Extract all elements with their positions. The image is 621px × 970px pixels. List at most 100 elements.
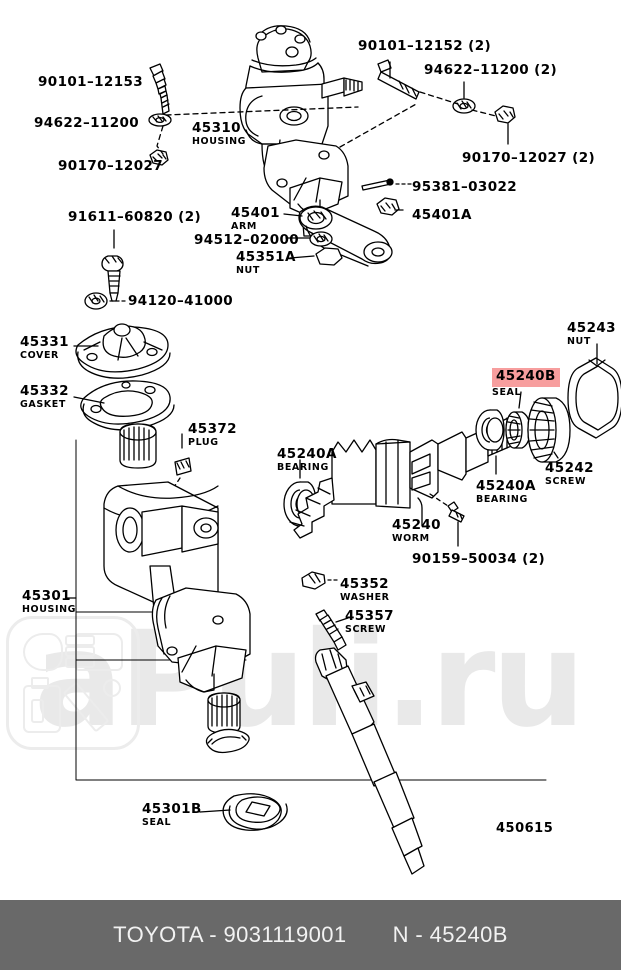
- callout-94120-41000[interactable]: 94120–41000: [128, 294, 233, 309]
- callout-part-name: SCREW: [545, 475, 587, 487]
- callout-part-number: 94512–02000: [194, 232, 300, 248]
- callout-part-number: 45352: [340, 576, 389, 592]
- exploded-view-artwork: [65, 25, 621, 875]
- callout-90159-50034--2-[interactable]: 90159–50034 (2): [412, 552, 545, 567]
- part-45372-plug: [174, 457, 192, 476]
- callout-90170-12027[interactable]: 90170–12027: [58, 158, 164, 174]
- callout-part-number: 45357: [345, 608, 394, 624]
- callout-part-name: HOUSING: [192, 135, 247, 147]
- assembly-line-4: [339, 102, 419, 148]
- footer-brand-part: TOYOTA - 9031119001: [113, 922, 347, 947]
- part-45352-washer: [301, 571, 326, 590]
- part-snap-ring: [205, 728, 250, 754]
- callout-94512-02000[interactable]: 94512–02000: [194, 232, 300, 248]
- callout-45401a[interactable]: 45401A: [412, 207, 472, 223]
- leader-45357: [335, 617, 349, 623]
- leader-45242: [553, 451, 559, 459]
- callout-part-name: GASKET: [20, 398, 66, 410]
- part-45332-gasket: [80, 380, 175, 431]
- callout-90170-12027--2-[interactable]: 90170–12027 (2): [462, 151, 595, 166]
- assembly-line-bolt: [429, 493, 449, 507]
- callout-part-number: 45332: [20, 383, 69, 399]
- assembly-line-1: [165, 106, 359, 116]
- part-90170-12027-nut-right: [494, 105, 516, 124]
- callout-part-number: 90101–12153: [38, 74, 144, 90]
- footer-catalog-ref: N - 45240B: [392, 922, 508, 947]
- callout-part-name: SEAL: [142, 816, 172, 828]
- part-94622-11200-washer-left: [148, 113, 172, 127]
- callout-part-number: 95381–03022: [412, 179, 518, 195]
- callout-part-number: 45240A: [277, 446, 337, 462]
- callout-part-number: 45243: [567, 320, 616, 336]
- part-94622-11200-washer-right: [452, 98, 476, 114]
- leader-45351A: [289, 255, 315, 259]
- callout-95381-03022[interactable]: 95381–03022: [412, 179, 518, 195]
- assembly-line-3: [419, 91, 497, 117]
- callout-part-name: NUT: [236, 264, 260, 276]
- callout-part-name: WORM: [392, 532, 430, 544]
- callout-part-name: HOUSING: [22, 603, 77, 615]
- callout-94622-11200[interactable]: 94622–11200: [34, 116, 139, 131]
- leader-45401: [283, 213, 303, 217]
- part-45331-cover: [75, 323, 171, 379]
- drawing-number: 450615: [496, 821, 554, 836]
- callout-part-number: 45401A: [412, 207, 472, 223]
- part-45242-screw: [527, 397, 571, 463]
- leader-45301B: [199, 809, 231, 813]
- callout-part-number: 91611–60820 (2): [68, 209, 202, 225]
- callout-part-number: 45351A: [236, 249, 296, 265]
- part-sector-shaft: [314, 647, 425, 875]
- part-91611-60820-bolt: [101, 255, 124, 302]
- callout-90101-12152--2-[interactable]: 90101–12152 (2): [358, 38, 492, 54]
- part-94512-02000-washer: [309, 231, 333, 247]
- callout-part-number: 45240: [392, 517, 441, 533]
- part-95381-03022-pin: [361, 178, 394, 191]
- part-bearing-upper: [119, 423, 157, 469]
- callout-90101-12153[interactable]: 90101–12153: [38, 74, 144, 90]
- callout-part-number: 45401: [231, 205, 280, 221]
- callout-91611-60820--2-[interactable]: 91611–60820 (2): [68, 209, 202, 225]
- callout-part-name: COVER: [20, 349, 59, 361]
- part-bearing-housing: [207, 692, 241, 734]
- part-45310-housing: [239, 25, 363, 237]
- part-45351A-nut: [315, 247, 343, 266]
- leader-45240B: [518, 391, 522, 409]
- callout-part-number: 90101–12152 (2): [358, 38, 492, 54]
- callout-94622-11200--2-[interactable]: 94622–11200 (2): [424, 63, 557, 78]
- leader-45332: [73, 396, 105, 404]
- callout-part-number: 45240A: [476, 478, 536, 494]
- callout-part-number: 45301B: [142, 801, 202, 817]
- part-90159-50034-bolt: [447, 501, 465, 523]
- callout-part-name: BEARING: [476, 493, 528, 505]
- part-45301B-seal: [222, 793, 288, 831]
- part-94120-41000-washer: [84, 292, 108, 310]
- part-45243-nut: [567, 357, 621, 439]
- parts-diagram: aPuli.ru: [6, 25, 621, 875]
- callout-part-number: 45242: [545, 460, 594, 476]
- callout-part-name: SEAL: [492, 386, 522, 398]
- callout-part-number: 90170–12027: [58, 158, 164, 174]
- leader-45240: [417, 497, 423, 527]
- callout-part-number: 45310: [192, 120, 241, 136]
- assembly-line-2: [156, 125, 164, 155]
- callout-part-number: 45331: [20, 334, 69, 350]
- callout-part-name: PLUG: [188, 436, 219, 448]
- part-45301-housing: [103, 481, 251, 693]
- callout-part-number: 45240B: [492, 368, 560, 387]
